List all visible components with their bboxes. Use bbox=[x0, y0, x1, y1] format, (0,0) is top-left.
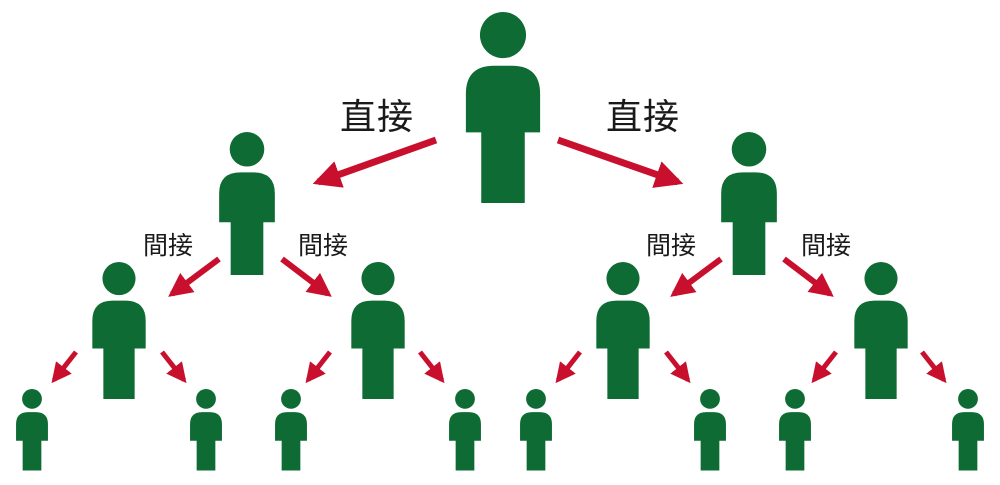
person-root-torso bbox=[465, 65, 541, 133]
person-l3-8 bbox=[952, 389, 984, 471]
person-l2-2 bbox=[351, 262, 405, 399]
arrow-l2-1 bbox=[51, 350, 78, 384]
person-l3-5-head bbox=[526, 389, 546, 409]
person-l3-2-torso bbox=[190, 412, 222, 441]
person-l3-7-head bbox=[785, 389, 805, 409]
person-l3-3 bbox=[275, 389, 307, 471]
person-l3-4-torso bbox=[449, 412, 481, 441]
direct-label-left: 直接 bbox=[340, 97, 415, 138]
person-l1-left-head bbox=[229, 132, 265, 167]
person-l2-2-torso bbox=[351, 300, 405, 349]
person-l1-left-legs bbox=[230, 221, 264, 275]
indirect-label-1: 間接 bbox=[143, 231, 194, 260]
person-l3-3-head bbox=[281, 389, 301, 409]
arrow-l1r-right bbox=[782, 256, 834, 297]
person-l1-left bbox=[219, 132, 275, 275]
person-l2-3-torso bbox=[596, 300, 650, 349]
person-l2-2-head bbox=[361, 262, 395, 296]
person-l3-8-head bbox=[958, 389, 978, 409]
arrow-l2-3 bbox=[305, 350, 332, 384]
person-l2-1-head bbox=[102, 262, 136, 296]
person-l3-7-legs bbox=[785, 439, 805, 471]
person-l3-3-legs bbox=[281, 439, 301, 471]
person-l3-2-head bbox=[196, 389, 216, 409]
person-root bbox=[465, 12, 541, 203]
arrow-l2-6 bbox=[664, 350, 691, 384]
indirect-label-3: 間接 bbox=[646, 231, 697, 260]
person-root-head bbox=[479, 12, 527, 59]
person-l1-right bbox=[721, 132, 777, 275]
arrow-l2-4 bbox=[418, 350, 445, 384]
arrow-root-left bbox=[312, 136, 438, 188]
person-l3-4-legs bbox=[455, 439, 475, 471]
person-l3-5 bbox=[520, 389, 552, 471]
person-l3-6 bbox=[694, 389, 726, 471]
arrow-l1l-right bbox=[280, 256, 332, 297]
person-l2-3-legs bbox=[607, 347, 639, 399]
person-l3-6-head bbox=[700, 389, 720, 409]
person-l2-3-head bbox=[606, 262, 640, 296]
person-l1-left-torso bbox=[219, 172, 275, 223]
person-l2-1-legs bbox=[103, 347, 135, 399]
indirect-label-2: 間接 bbox=[298, 231, 349, 260]
person-l3-2 bbox=[190, 389, 222, 471]
person-l3-4 bbox=[449, 389, 481, 471]
person-l3-8-torso bbox=[952, 412, 984, 441]
person-l2-1-torso bbox=[92, 300, 146, 349]
person-l3-2-legs bbox=[196, 439, 216, 471]
arrow-root-right bbox=[556, 136, 684, 188]
indirect-label-4: 間接 bbox=[801, 231, 852, 260]
person-l3-1-torso bbox=[16, 412, 48, 441]
person-l1-right-head bbox=[731, 132, 767, 167]
person-l2-4-head bbox=[864, 262, 898, 296]
arrow-l2-8 bbox=[920, 350, 947, 384]
arrow-l2-7 bbox=[811, 350, 838, 384]
arrow-l1r-left bbox=[670, 256, 723, 297]
person-l2-3 bbox=[596, 262, 650, 399]
person-l3-7-torso bbox=[779, 412, 811, 441]
arrow-l1l-left bbox=[168, 256, 221, 297]
person-l2-4 bbox=[854, 262, 908, 399]
person-l1-right-torso bbox=[721, 172, 777, 223]
person-l3-5-torso bbox=[520, 412, 552, 441]
person-l3-1 bbox=[16, 389, 48, 471]
person-root-legs bbox=[481, 131, 525, 203]
person-l3-6-legs bbox=[700, 439, 720, 471]
person-l1-right-legs bbox=[732, 221, 766, 275]
person-l2-4-torso bbox=[854, 300, 908, 349]
people-layer bbox=[16, 12, 984, 471]
person-l2-2-legs bbox=[362, 347, 394, 399]
person-l3-6-torso bbox=[694, 412, 726, 441]
person-l3-3-torso bbox=[275, 412, 307, 441]
person-l3-1-legs bbox=[22, 439, 42, 471]
person-l3-5-legs bbox=[526, 439, 546, 471]
arrow-l2-5 bbox=[555, 350, 582, 384]
arrows-layer bbox=[51, 136, 947, 384]
person-l3-8-legs bbox=[958, 439, 978, 471]
person-l2-1 bbox=[92, 262, 146, 399]
direct-label-right: 直接 bbox=[606, 97, 681, 138]
person-l3-1-head bbox=[22, 389, 42, 409]
person-l3-4-head bbox=[455, 389, 475, 409]
arrow-l2-2 bbox=[160, 350, 187, 384]
person-l2-4-legs bbox=[865, 347, 897, 399]
person-l3-7 bbox=[779, 389, 811, 471]
